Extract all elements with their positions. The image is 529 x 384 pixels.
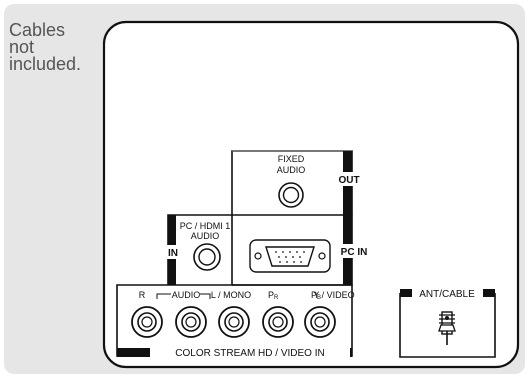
note-line-1: Cables: [9, 20, 66, 40]
pc-in-section: PC IN: [232, 214, 372, 286]
pc-in-label: PC IN: [341, 247, 368, 258]
fixed-audio-section: OUT FIXED AUDIO: [231, 150, 362, 215]
note-line-2: not: [9, 37, 35, 57]
fixed-audio-out-label: OUT: [338, 175, 359, 186]
antenna-label: ANT/CABLE: [419, 289, 475, 300]
jack-y-video-label: Y / VIDEO: [313, 290, 354, 300]
note-line-3: included.: [9, 54, 82, 74]
fixed-audio-jack: [278, 182, 304, 208]
tv-back-panel: [102, 20, 520, 369]
jack-l-mono: [175, 306, 207, 338]
audio-group-label: AUDIO: [172, 290, 201, 300]
color-stream-label: COLOR STREAM HD / VIDEO IN: [175, 348, 324, 359]
jack-l-mono-label: L / MONO: [211, 290, 251, 300]
color-stream-section: COLOR STREAM HD / VIDEO IN R AUDIO L / M…: [116, 284, 355, 359]
jack-pb: [262, 306, 294, 338]
pc-hdmi-audio-jack: [193, 243, 221, 271]
fixed-audio-label-line1: FIXED: [278, 154, 305, 164]
vga-port: [249, 239, 331, 273]
fixed-audio-label-line2: AUDIO: [277, 165, 306, 175]
jack-pr: [218, 306, 250, 338]
pc-hdmi-audio-section: IN PC / HDMI 1 AUDIO: [165, 214, 233, 285]
jack-r-label: R: [139, 290, 146, 300]
pc-hdmi-audio-label-line1: PC / HDMI 1: [180, 221, 231, 231]
cables-not-included-note: Cables not included.: [9, 20, 109, 74]
jack-r: [131, 306, 163, 338]
jack-pr-label: PR: [268, 290, 279, 301]
pc-hdmi-audio-label-line2: AUDIO: [191, 231, 220, 241]
pc-hdmi-audio-in-label: IN: [168, 248, 178, 259]
coaxial-connector-icon: [438, 311, 456, 345]
jack-pb-label: PB: [311, 290, 321, 301]
jack-y-video: [304, 306, 336, 338]
antenna-section: ANT/CABLE: [399, 286, 496, 358]
